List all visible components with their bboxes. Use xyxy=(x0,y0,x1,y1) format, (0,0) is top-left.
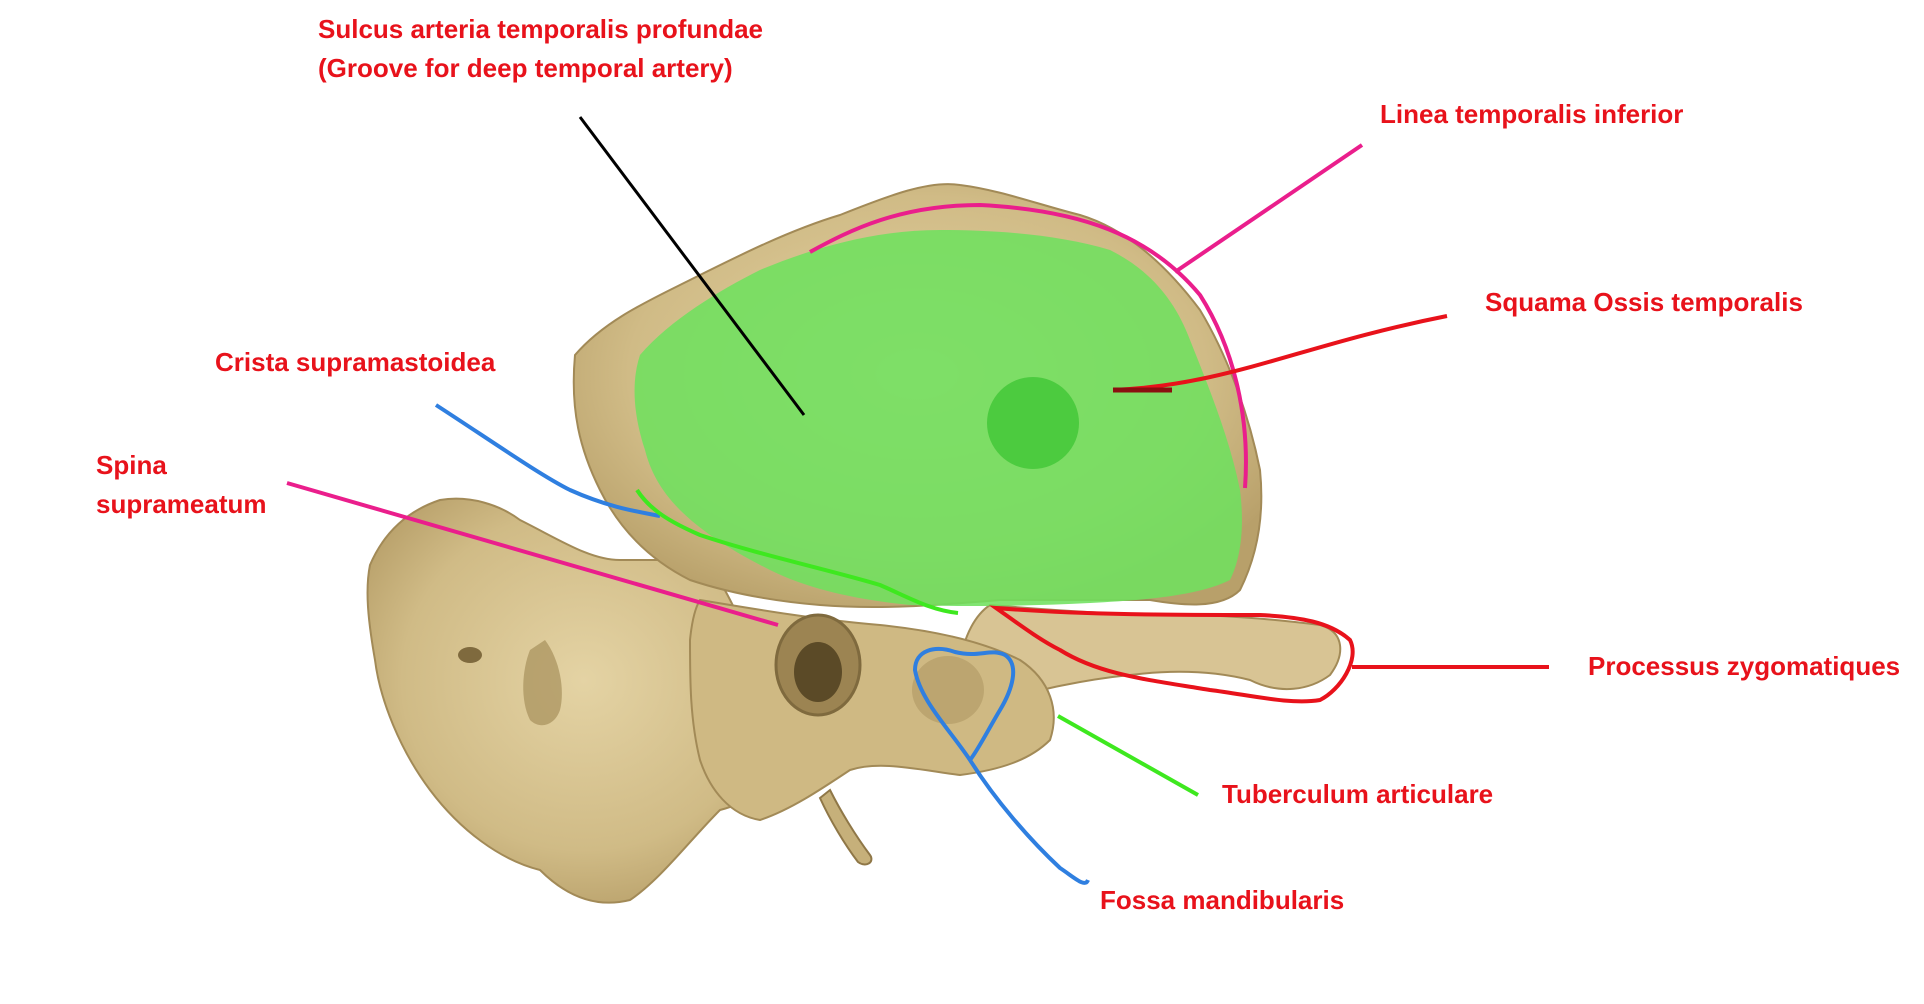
label-sulcus-arteria: Sulcus arteria temporalis profundae (Gro… xyxy=(318,10,763,88)
crista-green-line xyxy=(635,488,959,615)
acoustic-meatus-inner xyxy=(794,642,842,702)
label-processus-zygomatiques: Processus zygomatiques xyxy=(1588,651,1901,681)
zygomatic-outline xyxy=(988,605,1355,704)
label-sulcus-line2: (Groove for deep temporal artery) xyxy=(318,53,733,83)
mastoid-notch xyxy=(523,640,562,726)
label-crista-supramastoidea: Crista supramastoidea xyxy=(215,347,496,377)
label-spina-line2: suprameatum xyxy=(96,489,267,519)
label-spina-line1: Spina xyxy=(96,450,167,480)
sulcus-leader-line xyxy=(578,116,806,416)
squama-highlight xyxy=(634,230,1242,607)
linea-leader-line xyxy=(1173,143,1364,274)
label-tuberculum-articulare: Tuberculum articulare xyxy=(1222,779,1494,809)
linea-temporalis-curve xyxy=(809,202,1248,489)
mastoid-foramen xyxy=(458,647,482,663)
spina-leader-line xyxy=(286,481,779,627)
label-squama-ossis: Squama Ossis temporalis xyxy=(1485,287,1803,317)
label-spina-suprameatum: Spina suprameatum xyxy=(96,446,267,524)
fossa-outline xyxy=(912,647,1090,885)
crista-leader-line xyxy=(434,403,661,518)
label-fossa-mandibularis: Fossa mandibularis xyxy=(1100,885,1345,915)
tuberculum-leader-line xyxy=(1057,714,1199,797)
squama-leader-line xyxy=(1112,314,1448,392)
label-linea-temporalis: Linea temporalis inferior xyxy=(1380,99,1684,129)
label-sulcus-line1: Sulcus arteria temporalis profundae xyxy=(318,14,764,44)
styloid-process xyxy=(818,788,873,866)
squama-center-spot xyxy=(987,377,1079,469)
